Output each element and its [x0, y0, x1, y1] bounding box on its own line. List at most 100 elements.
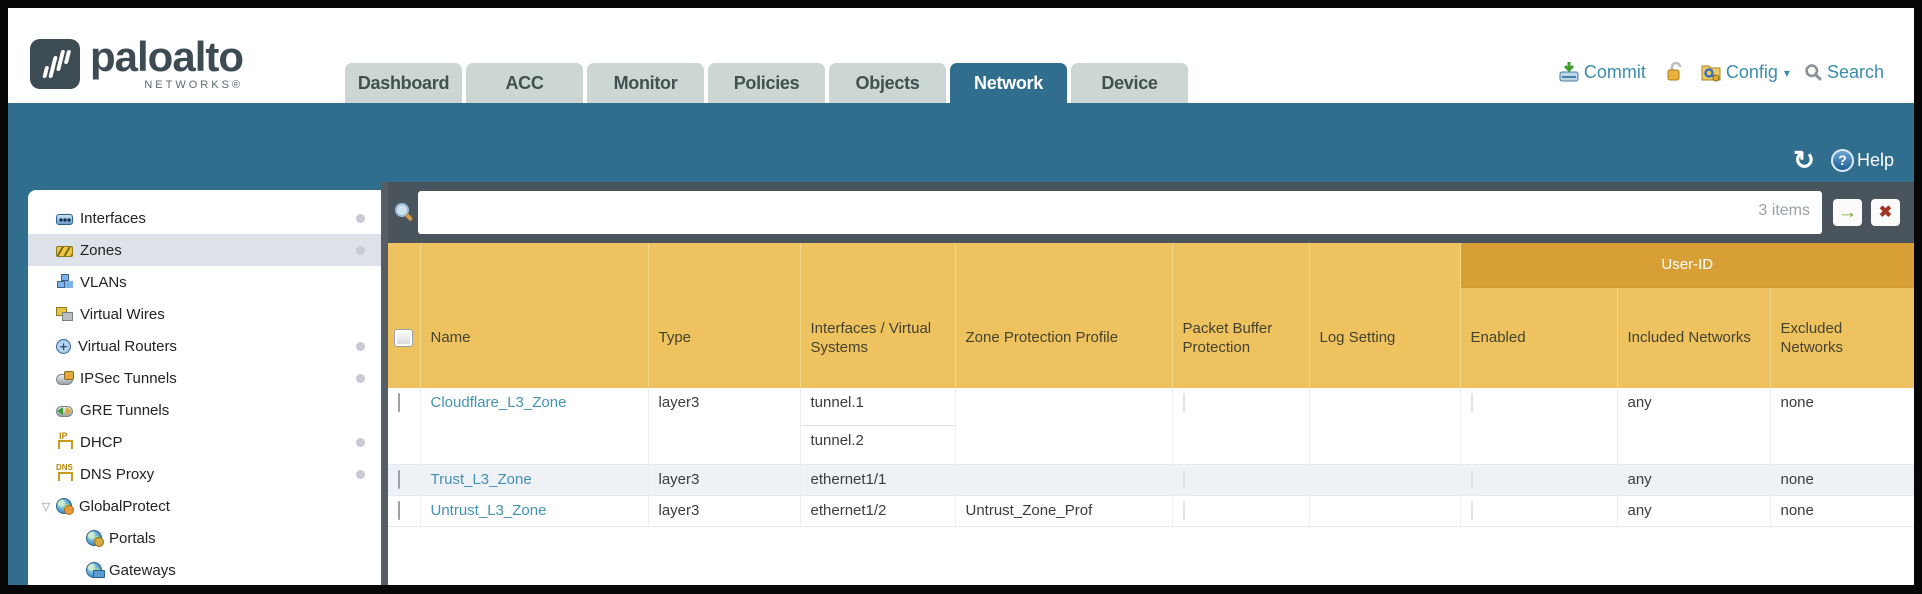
user-id-enabled-checkbox: [1470, 470, 1473, 489]
sidebar-item-virtual-wires[interactable]: Virtual Wires: [28, 298, 381, 330]
search-button[interactable]: Search: [1826, 61, 1884, 82]
config-caret-icon[interactable]: ▾: [1783, 66, 1790, 80]
apply-filter-arrow-icon: →: [1838, 202, 1857, 223]
sidebar-item-gre-tunnels[interactable]: GRE Tunnels: [28, 394, 381, 426]
help-icon[interactable]: ?: [1830, 148, 1854, 172]
lock-icon[interactable]: [1664, 61, 1686, 83]
cell-included-networks: any: [1617, 495, 1771, 527]
zone-name-link[interactable]: Cloudflare_L3_Zone: [430, 394, 567, 411]
ipsec-tunnels-icon: [56, 371, 74, 385]
virtual-routers-icon: [56, 339, 71, 354]
sidebar-item-dhcp[interactable]: DHCP: [28, 426, 381, 458]
tab-dashboard[interactable]: Dashboard: [345, 63, 463, 103]
filter-search-icon: [395, 202, 413, 221]
cell-zone-protection-profile: Untrust_Zone_Prof: [955, 495, 1173, 527]
commit-button[interactable]: Commit: [1583, 61, 1646, 82]
col-header-name[interactable]: Name: [420, 243, 649, 388]
globalprotect-icon: [56, 498, 74, 515]
sidebar-item-gateways[interactable]: Gateways: [28, 554, 381, 585]
config-icon: [1701, 65, 1721, 82]
sidebar-item-portals[interactable]: Portals: [28, 522, 381, 554]
col-header-user_id_enabled[interactable]: Enabled: [1460, 287, 1618, 388]
select-all-checkbox[interactable]: [394, 328, 414, 347]
filter-input[interactable]: 3 items: [418, 191, 1822, 234]
clear-filter-x-icon: ✖: [1878, 203, 1893, 221]
config-menu-button[interactable]: Config: [1725, 61, 1778, 82]
row-select-checkbox[interactable]: [398, 470, 400, 489]
interface-entry: tunnel.2: [810, 432, 864, 449]
zone-name-link[interactable]: Untrust_L3_Zone: [430, 502, 547, 519]
item-dot-icon: [356, 438, 365, 447]
search-icon: [1805, 63, 1822, 81]
portals-icon: [86, 530, 104, 547]
expander-icon[interactable]: ▽: [41, 500, 51, 513]
packet-buffer-checkbox: [1182, 501, 1185, 520]
sidebar-item-zones[interactable]: Zones: [28, 234, 381, 266]
cell-log-setting: [1309, 464, 1461, 496]
col-header-included_networks[interactable]: Included Networks: [1617, 287, 1771, 388]
sidebar-item-globalprotect[interactable]: ▽GlobalProtect: [28, 490, 381, 522]
cell-type: layer3: [648, 388, 801, 465]
sidebar-item-label: Interfaces: [80, 209, 146, 227]
item-dot-icon: [356, 342, 365, 351]
cell-user-id-enabled: [1460, 464, 1618, 496]
tab-device[interactable]: Device: [1071, 63, 1189, 103]
col-header-zone_protection_profile[interactable]: Zone Protection Profile: [955, 243, 1173, 388]
user-id-enabled-checkbox: [1470, 393, 1473, 412]
gre-tunnels-icon: [56, 406, 73, 417]
left-gutter: [8, 182, 28, 585]
item-dot-icon: [356, 214, 365, 223]
cell-packet-buffer-protection: [1172, 464, 1310, 496]
help-button[interactable]: Help: [1856, 149, 1894, 170]
gateways-icon: [86, 562, 105, 578]
clear-filter-button[interactable]: ✖: [1871, 199, 1900, 226]
col-header-packet_buffer_protection[interactable]: Packet Buffer Protection: [1172, 243, 1310, 388]
tab-network[interactable]: Network: [950, 63, 1068, 103]
zone-name-link[interactable]: Trust_L3_Zone: [430, 471, 532, 488]
item-dot-icon: [356, 246, 365, 255]
cell-select: [388, 388, 421, 465]
zones-icon: [56, 246, 73, 257]
row-select-checkbox[interactable]: [398, 393, 400, 412]
apply-filter-button[interactable]: →: [1833, 199, 1862, 226]
tab-objects[interactable]: Objects: [829, 63, 947, 103]
cell-excluded-networks: none: [1770, 388, 1914, 465]
packet-buffer-checkbox: [1182, 470, 1185, 489]
cell-name: Trust_L3_Zone: [420, 464, 649, 496]
col-header-log_setting[interactable]: Log Setting: [1309, 243, 1461, 388]
refresh-icon[interactable]: ↻: [1793, 145, 1815, 175]
sidebar-item-label: Virtual Wires: [80, 305, 165, 323]
col-header-type[interactable]: Type: [648, 243, 801, 388]
items-count: 3 items: [1758, 202, 1810, 219]
tab-acc[interactable]: ACC: [466, 63, 584, 103]
tab-monitor[interactable]: Monitor: [587, 63, 705, 103]
col-header-excluded_networks[interactable]: Excluded Networks: [1770, 287, 1914, 388]
sidebar-item-interfaces[interactable]: Interfaces: [28, 202, 381, 234]
col-header-interfaces[interactable]: Interfaces / Virtual Systems: [800, 243, 956, 388]
sidebar-item-label: Virtual Routers: [78, 337, 177, 355]
paloalto-logo: paloalto NETWORKS®: [30, 36, 244, 91]
sidebar-item-dns-proxy[interactable]: DNS Proxy: [28, 458, 381, 490]
col-header-select[interactable]: [388, 243, 421, 388]
sidebar-item-label: DNS Proxy: [80, 465, 155, 483]
tab-policies[interactable]: Policies: [708, 63, 826, 103]
cell-name: Cloudflare_L3_Zone: [420, 388, 649, 465]
sidebar-item-vlans[interactable]: VLANs: [28, 266, 381, 298]
panel-splitter[interactable]: [381, 182, 388, 585]
commit-icon: [1559, 62, 1579, 82]
cell-interfaces: ethernet1/2: [800, 495, 956, 527]
user-id-group-header: User-ID: [1460, 243, 1914, 288]
sidebar-item-ipsec-tunnels[interactable]: IPSec Tunnels: [28, 362, 381, 394]
cell-user-id-enabled: [1460, 388, 1618, 465]
cell-interfaces: ethernet1/1: [800, 464, 956, 496]
row-select-checkbox[interactable]: [398, 501, 400, 520]
sidebar-item-virtual-routers[interactable]: Virtual Routers: [28, 330, 381, 362]
cell-zone-protection-profile: [955, 388, 1173, 465]
cell-log-setting: [1309, 388, 1461, 465]
